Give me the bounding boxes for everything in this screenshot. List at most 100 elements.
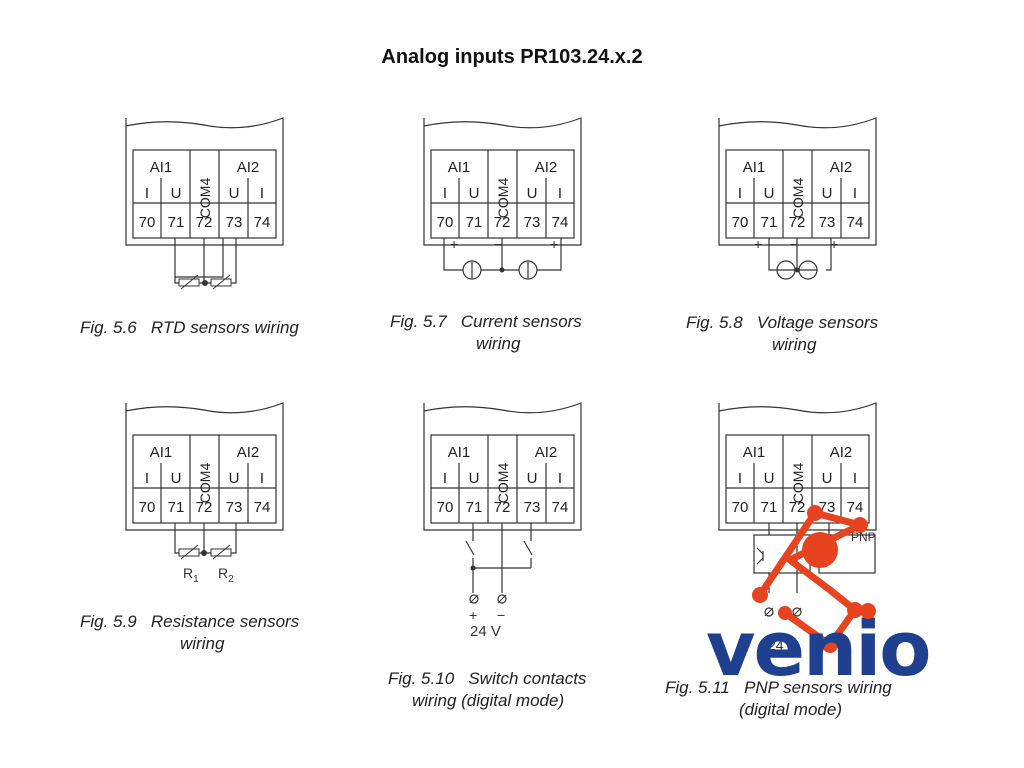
i-label: I: [145, 470, 149, 487]
terminal-number: 70: [437, 214, 454, 231]
ai2-label: AI2: [535, 159, 558, 176]
pnp-supply-partial: 24: [768, 637, 784, 653]
logo-circuit-icon: [752, 505, 868, 653]
supply-terminals-pnp: [764, 607, 802, 617]
logo-wordmark: venio: [706, 604, 929, 693]
caption-text: Switch contacts: [468, 669, 587, 688]
ai1-label: AI1: [448, 444, 471, 461]
i-label: I: [145, 185, 149, 202]
terminal-number: 70: [139, 214, 156, 231]
u-label: U: [171, 185, 182, 202]
caption-fig-5-9: Fig. 5.9 Resistance sensors wiring: [80, 611, 299, 655]
caption-number: Fig. 5.6: [80, 318, 137, 337]
u-label: U: [764, 470, 775, 487]
caption-fig-5-6: Fig. 5.6 RTD sensors wiring: [80, 317, 299, 339]
minus-label-voltage: −: [790, 236, 798, 252]
caption-text-2: wiring: [772, 335, 817, 354]
i-label: I: [738, 470, 742, 487]
caption-text-2: (digital mode): [739, 700, 842, 719]
ai2-label: AI2: [237, 444, 260, 461]
terminal-number: 70: [437, 499, 454, 516]
terminal-number: 74: [254, 214, 271, 231]
pnp-label: PNP: [851, 530, 876, 544]
terminal-number: 73: [524, 214, 541, 231]
terminal-number: 73: [819, 214, 836, 231]
caption-number: Fig. 5.8: [686, 313, 743, 332]
i-label: I: [443, 470, 447, 487]
i-label: I: [443, 185, 447, 202]
minus-label-current: −: [494, 236, 502, 252]
terminal-number: 73: [226, 214, 243, 231]
terminal-number: 72: [196, 499, 213, 516]
ai1-label: AI1: [743, 159, 766, 176]
caption-text: Resistance sensors: [150, 612, 300, 631]
u-label: U: [822, 185, 833, 202]
u-label: U: [764, 185, 775, 202]
caption-text: PNP sensors wiring: [744, 678, 892, 697]
i-label: I: [853, 185, 857, 202]
u-label: U: [527, 470, 538, 487]
terminal-number: 72: [494, 214, 511, 231]
caption-text-2: wiring: [180, 634, 225, 653]
plus-label-voltage-2: +: [830, 236, 838, 252]
com-label: COM4: [197, 463, 213, 504]
caption-text-2: wiring (digital mode): [412, 691, 565, 710]
terminal-number: 74: [552, 499, 569, 516]
terminal-number: 74: [847, 499, 864, 516]
terminal-number: 73: [226, 499, 243, 516]
com-label: COM4: [495, 178, 511, 219]
terminal-number: 74: [552, 214, 569, 231]
u-label: U: [171, 470, 182, 487]
terminal-number: 72: [196, 214, 213, 231]
i-label: I: [558, 185, 562, 202]
u-label: U: [229, 185, 240, 202]
plus-label-voltage: +: [754, 236, 762, 252]
caption-fig-5-7: Fig. 5.7 Current sensors wiring: [390, 311, 582, 355]
caption-number: Fig. 5.10: [388, 669, 455, 688]
u-label: U: [229, 470, 240, 487]
i-label: I: [738, 185, 742, 202]
com-label: COM4: [790, 463, 806, 504]
terminal-number: 72: [789, 214, 806, 231]
terminal-number: 71: [466, 214, 483, 231]
terminal-number: 73: [524, 499, 541, 516]
u-label: U: [469, 185, 480, 202]
i-label: I: [260, 185, 264, 202]
terminal-number: 74: [847, 214, 864, 231]
caption-text: RTD sensors wiring: [150, 318, 299, 337]
terminal-number: 70: [732, 499, 749, 516]
terminal-number: 71: [168, 499, 185, 516]
caption-number: Fig. 5.11: [665, 678, 730, 697]
ai2-label: AI2: [830, 444, 853, 461]
u-label: U: [822, 470, 833, 487]
i-label: I: [558, 470, 562, 487]
caption-text: Voltage sensors: [756, 313, 879, 332]
r1-label: R1: [183, 565, 199, 585]
i-label: I: [853, 470, 857, 487]
plus-label-current: +: [450, 236, 458, 252]
ai1-label: AI1: [743, 444, 766, 461]
caption-fig-5-10: Fig. 5.10 Switch contacts wiring (digita…: [388, 668, 586, 712]
caption-text: Current sensors: [460, 312, 582, 331]
terminal-number: 74: [254, 499, 271, 516]
terminal-number: 71: [168, 214, 185, 231]
terminal-number: 70: [139, 499, 156, 516]
supply-minus: −: [497, 607, 505, 623]
plus-label-current-2: +: [550, 236, 558, 252]
ai1-label: AI1: [448, 159, 471, 176]
ai2-label: AI2: [535, 444, 558, 461]
r2-label: R2: [218, 565, 234, 585]
ai2-label: AI2: [237, 159, 260, 176]
com-label: COM4: [197, 178, 213, 219]
caption-number: Fig. 5.9: [80, 612, 137, 631]
terminal-number: 71: [761, 214, 778, 231]
venio-logo: venio: [706, 505, 931, 693]
terminal-number: 71: [466, 499, 483, 516]
caption-fig-5-8: Fig. 5.8 Voltage sensors wiring: [686, 312, 878, 356]
